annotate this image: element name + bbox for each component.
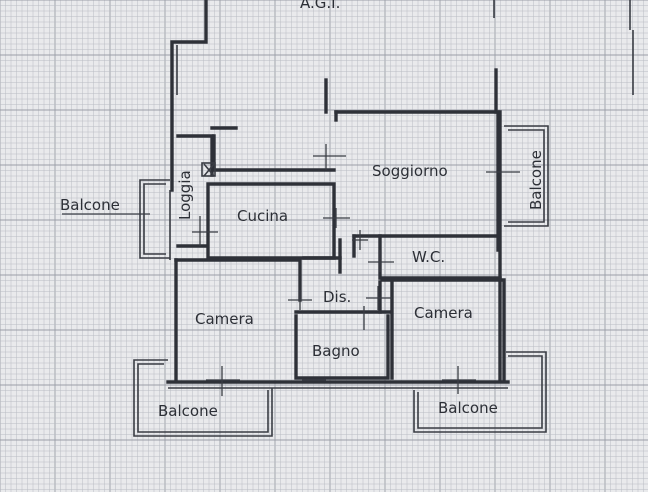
exterior-walls xyxy=(169,0,634,260)
room-label-cucina: Cucina xyxy=(237,207,288,225)
room-label-camera-right: Camera xyxy=(414,304,473,322)
balcony-label-right: Balcone xyxy=(527,150,545,210)
room-label-soggiorno: Soggiorno xyxy=(372,162,448,180)
balcony-label-left: Balcone xyxy=(60,196,120,214)
room-label-loggia: Loggia xyxy=(176,170,194,220)
interior-walls xyxy=(166,110,510,389)
door-markers xyxy=(62,144,520,396)
balcony-label-bottom-right: Balcone xyxy=(438,399,498,417)
balcony-outlines xyxy=(133,125,549,437)
room-label-bagno: Bagno xyxy=(312,342,360,360)
room-label-camera-left: Camera xyxy=(195,310,254,328)
balcony-label-bottom-left: Balcone xyxy=(158,402,218,420)
room-label-dis: Dis. xyxy=(323,288,351,306)
room-label-wc: W.C. xyxy=(412,248,445,266)
header-text: A.G.I. xyxy=(300,0,340,12)
